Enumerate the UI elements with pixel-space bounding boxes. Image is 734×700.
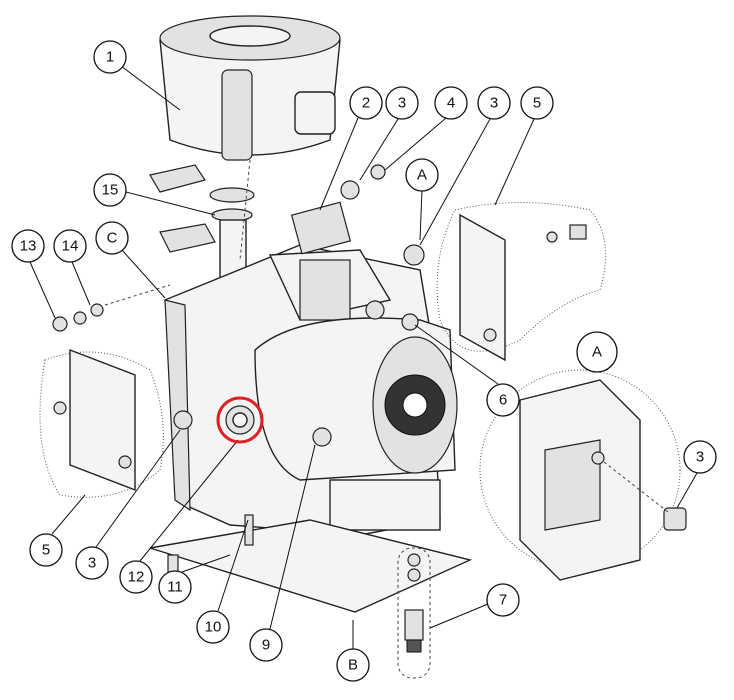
callout-bolt: 10	[196, 610, 230, 644]
callout-label: 4	[447, 95, 455, 112]
callout-bracket: 5	[520, 86, 554, 120]
callout-circle	[520, 86, 554, 120]
callout-label: 5	[533, 95, 541, 112]
callout-fitting: 3	[477, 86, 511, 120]
callout-base: B	[336, 648, 370, 682]
callout-label: 9	[262, 637, 270, 654]
callout-label: 11	[167, 579, 183, 596]
callout-circle	[53, 229, 87, 263]
callout-bracket: 5	[29, 533, 63, 567]
callout-circle	[196, 610, 230, 644]
callout-circle	[93, 40, 127, 74]
callout-nut: 4	[434, 86, 468, 120]
callout-circle	[576, 331, 618, 373]
callout-circle	[486, 583, 520, 617]
inlet-pipe	[149, 164, 255, 281]
callout-circle	[158, 570, 192, 604]
callout-fitting: 3	[385, 86, 419, 120]
leader-lines	[29, 65, 698, 649]
callout-circle	[349, 86, 383, 120]
callout-base-plate: 11	[158, 570, 192, 604]
callout-label: 12	[128, 569, 145, 586]
highlight-circle	[216, 396, 264, 444]
detail-a-view	[479, 369, 687, 581]
callout-label: 1	[106, 49, 114, 66]
callout-circle	[683, 440, 717, 474]
callout-plug: 13	[11, 229, 45, 263]
callout-circle	[477, 86, 511, 120]
callout-circle	[434, 86, 468, 120]
base-plate	[149, 514, 473, 613]
fittings	[52, 164, 425, 447]
callout-circle	[385, 86, 419, 120]
callout-label: 3	[398, 95, 406, 112]
callout-detail-a: A	[576, 331, 618, 373]
callout-label: C	[107, 230, 118, 247]
callout-label: 2	[362, 95, 370, 112]
callout-label: 10	[205, 619, 222, 636]
callout-circle	[249, 628, 283, 662]
callout-label: A	[417, 167, 427, 184]
bracket-detail-left	[39, 348, 164, 498]
callout-circle	[119, 560, 153, 594]
vibration-mount	[397, 547, 431, 679]
callout-label: 5	[42, 542, 50, 559]
callout-label: 15	[102, 182, 119, 199]
callout-label: 3	[490, 95, 498, 112]
callout-label: 3	[88, 555, 96, 572]
callout-label: B	[348, 657, 358, 674]
callout-connector: 9	[249, 628, 283, 662]
callout-circle	[29, 533, 63, 567]
callout-circle	[75, 546, 109, 580]
bracket-detail-right	[436, 202, 607, 362]
callout-circle	[93, 173, 127, 207]
callout-vibration-mount: 7	[486, 583, 520, 617]
callout-circle	[95, 221, 129, 255]
filter-housing	[159, 15, 341, 161]
callout-label: 6	[499, 392, 507, 409]
callout-detail-a-ref: A	[405, 158, 439, 192]
callout-circle	[405, 158, 439, 192]
callout-circle	[336, 648, 370, 682]
callout-circle	[486, 383, 520, 417]
callout-inlet-pipe: 15	[93, 173, 127, 207]
callout-label: 14	[62, 238, 79, 255]
callout-fitting: 3	[75, 546, 109, 580]
callout-flange: 2	[349, 86, 383, 120]
motor	[254, 317, 458, 531]
callout-label: 7	[499, 592, 507, 609]
callout-circle	[11, 229, 45, 263]
callout-label: A	[592, 344, 602, 361]
callout-label: 13	[20, 238, 37, 255]
callout-label: 3	[696, 449, 704, 466]
callout-seal-ring: 6	[486, 383, 520, 417]
callout-housing: C	[95, 221, 129, 255]
callout-fitting: 3	[683, 440, 717, 474]
callout-valve: 12	[119, 560, 153, 594]
callout-washer: 14	[53, 229, 87, 263]
callout-filter-housing: 1	[93, 40, 127, 74]
